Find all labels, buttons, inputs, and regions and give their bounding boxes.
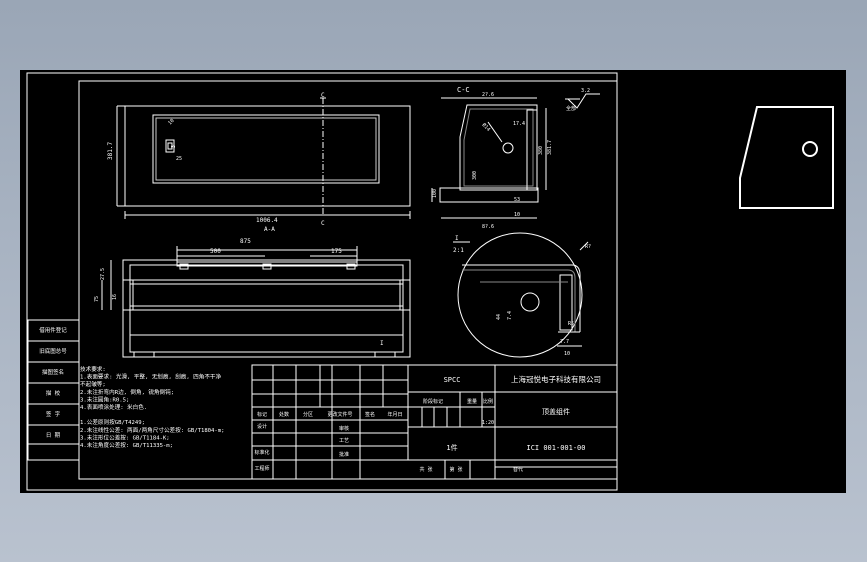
roughness-symbol (567, 93, 600, 109)
role-4: 标准化 (254, 449, 269, 456)
dim-cc-right: 380 (538, 146, 544, 155)
sheet-row-1: 第 张 (449, 466, 462, 473)
dim-cc-100: 100 (432, 189, 438, 198)
dim-cc-53: 53 (514, 197, 520, 203)
rev-header-2: 分区 (303, 411, 313, 418)
title-scale: 1:20 (482, 420, 494, 426)
dim-cc-top: 2?.6 (482, 92, 494, 98)
detail-i-view (453, 232, 589, 358)
dim-total-length: 1006.4 (256, 217, 278, 224)
note-line-3: 2.未注折弯内R边, 倒角, 锐角倒钝; (80, 388, 174, 396)
rev-header-3: 更改文件号 (327, 411, 352, 418)
roughness-note: 全部 (566, 105, 576, 112)
dim-25: 25 (176, 156, 182, 162)
note-line-5: 4.表面喷涂处理: 米白色. (80, 403, 147, 411)
rev-header-1: 处数 (279, 411, 289, 418)
sheet-row-0: 共 张 (419, 466, 432, 473)
dim-175: 175 (331, 248, 342, 255)
left-block-4: 签 字 (46, 410, 61, 418)
role-5: 工程师 (254, 465, 269, 472)
detail-dim-74: 7.4 (507, 311, 513, 320)
note-line-8: 2.未注线性公差: 两面/两角尺寸公差按: GB/T1804-m; (80, 426, 225, 434)
section-cc-view (431, 93, 600, 219)
note-line-9: 3.未注形位公差按: GB/T1184-K; (80, 433, 170, 441)
dim-3: 3 (171, 145, 177, 148)
dim-cc-left: 300 (472, 171, 478, 180)
title-quantity: 1件 (446, 443, 457, 452)
dim-cc-hole: Ø14 (481, 121, 492, 132)
dim-500: 500 (210, 248, 221, 255)
role-3: 批准 (339, 451, 349, 458)
detail-ref-label: I (380, 340, 384, 347)
front-view (101, 246, 411, 358)
left-block-1: 旧底图总号 (39, 347, 67, 355)
dim-10a: 10 (167, 118, 176, 127)
roughness-value: 3.2 (581, 88, 590, 94)
detail-dim-44: 44 (496, 314, 502, 320)
detail-dim-10: 10 (564, 351, 570, 357)
dim-side-27: 27.5 (100, 268, 106, 280)
detail-dim-77: 7.7 (560, 339, 569, 345)
left-block-0: 借用件登记 (39, 326, 67, 334)
section-label-top: C (321, 92, 325, 99)
stage-header-2: 比例 (483, 398, 493, 405)
section-label-bottom: C (321, 220, 325, 227)
left-records-block (27, 319, 80, 461)
left-block-2: 描图签名 (42, 368, 64, 376)
dim-height-main: 381.7 (107, 142, 114, 160)
view-aa-label: A-A (264, 226, 275, 233)
title-material: SPCC (444, 376, 461, 384)
drawing-canvas: C C C-C A-A I I 2:1 3.2 全部 1006.4 381.7 875 500 175 10… (26, 72, 845, 491)
detail-scale-label: I (455, 235, 459, 242)
right-preview-panel (623, 73, 845, 490)
left-block-3: 描 校 (46, 389, 61, 397)
title-part-name: 顶盖组件 (542, 407, 570, 416)
note-line-7: 1.公差原则按GB/T4249; (80, 418, 145, 426)
rev-header-4: 签名 (365, 411, 375, 418)
preview-shape (739, 106, 834, 209)
role-1: 审核 (339, 425, 349, 432)
title-block (251, 364, 618, 480)
detail-dim-r5: R5 (568, 321, 574, 327)
note-line-4: 3.未注圆角:R0.5; (80, 395, 129, 403)
stage-header-1: 重量 (467, 398, 477, 405)
dim-875: 875 (240, 238, 251, 245)
cad-viewport[interactable]: C C C-C A-A I I 2:1 3.2 全部 1006.4 381.7 875 500 175 10… (20, 70, 846, 493)
dim-cc-total: 381.7 (547, 140, 553, 155)
dim-cc-10: 10 (514, 212, 520, 218)
role-0: 设计 (257, 423, 267, 430)
section-cc-title: C-C (457, 86, 470, 94)
note-line-1: 1.表面要求: 光滑, 平整, 无划痕, 刮痕, 四角不干净 (80, 373, 222, 381)
rev-header-5: 年月日 (387, 411, 402, 418)
preview-hole (802, 141, 818, 157)
note-line-10: 4.未注角度公差按: GB/T11335-m; (80, 441, 173, 449)
role-2: 工艺 (339, 438, 349, 444)
title-drawing-no: ICI 001-001-00 (526, 444, 585, 452)
detail-scale-ratio: 2:1 (453, 247, 464, 254)
left-block-5: 日 期 (46, 432, 61, 439)
note-line-0: 技术要求: (80, 365, 106, 373)
title-company: 上海冠悦电子科技有限公司 (511, 374, 601, 384)
detail-dim-r: R? (585, 244, 591, 250)
stage-header-0: 阶段标记 (423, 398, 443, 405)
sheet-row-2: 替代 (513, 466, 523, 473)
rev-header-0: 标记 (257, 411, 267, 418)
dim-side-16: 16 (112, 294, 118, 300)
dim-side-75: 75 (94, 296, 100, 302)
dim-cc-17: 17.4 (513, 121, 525, 127)
note-line-2: 不起皱等; (80, 380, 106, 388)
top-view (116, 97, 411, 219)
dim-cc-width: 8?.6 (482, 224, 494, 230)
